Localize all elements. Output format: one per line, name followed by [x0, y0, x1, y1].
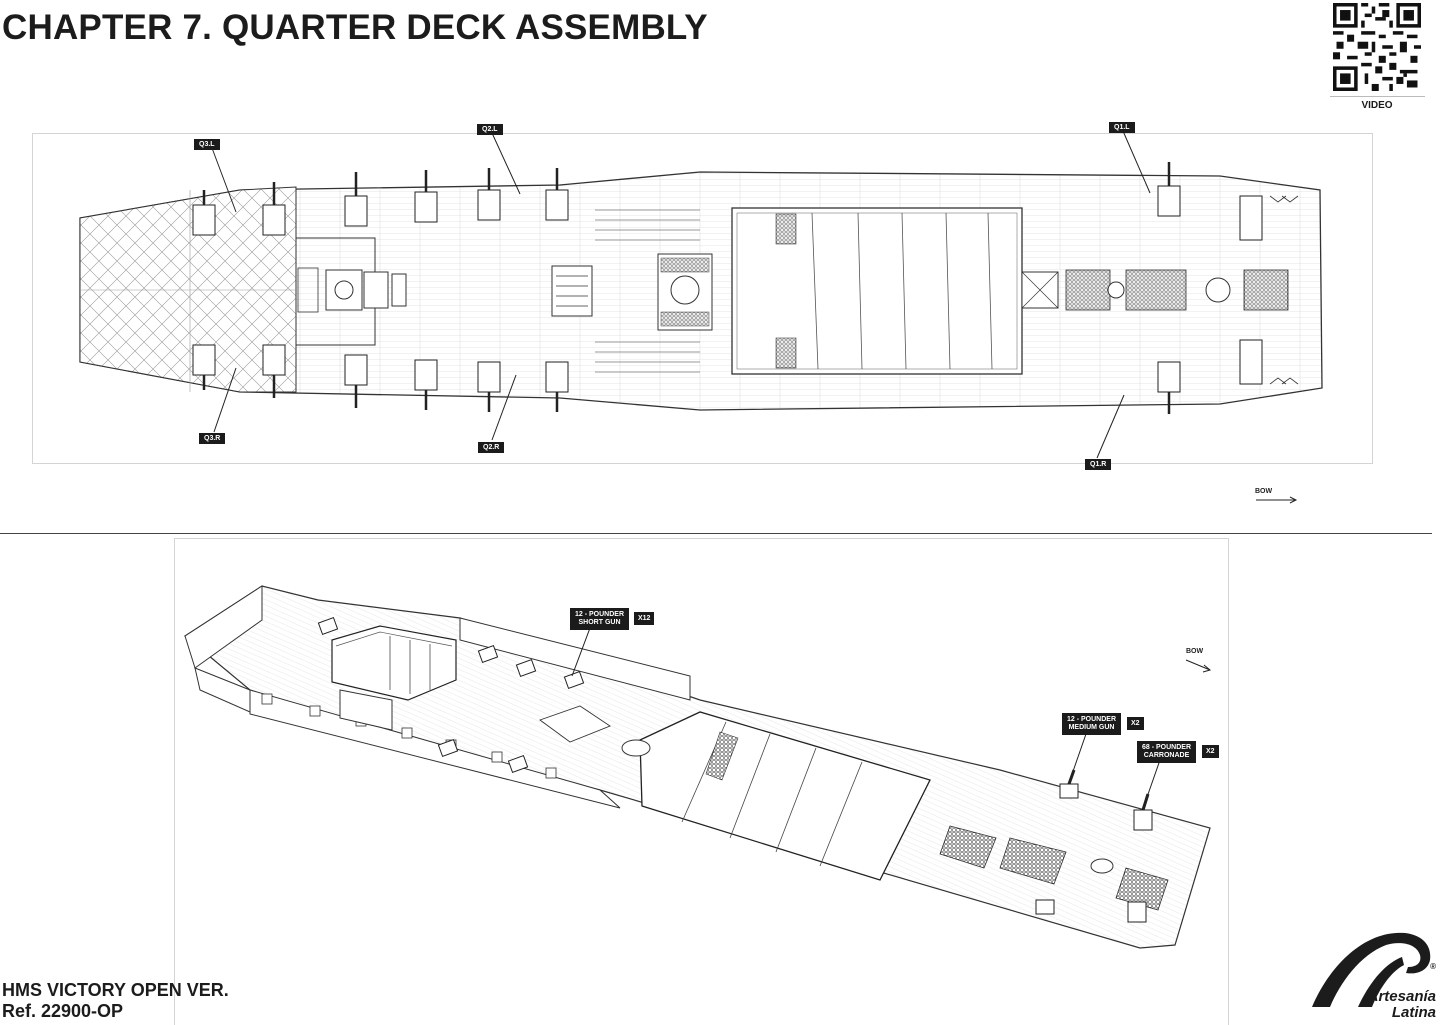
qty-medium-gun: X2 — [1127, 717, 1144, 730]
qr-video-label[interactable]: VIDEO — [1361, 100, 1393, 111]
bow-label-top: BOW — [1255, 488, 1273, 495]
artesania-latina-logo-icon — [1312, 932, 1431, 1007]
top-view-panel — [32, 133, 1373, 464]
qty-carronade: X2 — [1202, 745, 1219, 758]
callout-medium-gun: 12 - POUNDER MEDIUM GUN — [1062, 713, 1122, 735]
callout-q3-right: Q3.R — [199, 433, 226, 444]
isometric-view-panel — [174, 538, 1229, 1025]
callout-q1-left: Q1.L — [1109, 122, 1135, 133]
qr-code-icon[interactable] — [1333, 3, 1421, 91]
callout-short-gun: 12 - POUNDER SHORT GUN — [570, 608, 630, 630]
callout-q2-right: Q2.R — [478, 442, 505, 453]
model-name: HMS VICTORY OPEN VER. — [2, 980, 229, 1000]
callout-q3-left: Q3.L — [194, 139, 220, 150]
callout-q2-left: Q2.L — [477, 124, 503, 135]
qty-short-gun: X12 — [634, 612, 655, 625]
callout-q1-right: Q1.R — [1085, 459, 1112, 470]
page-title: CHAPTER 7. QUARTER DECK ASSEMBLY — [2, 8, 708, 47]
brand-name-line2: Latina — [1391, 1004, 1436, 1021]
registered-mark: ® — [1430, 962, 1436, 971]
qr-divider — [1330, 96, 1425, 97]
section-divider — [0, 533, 1432, 534]
deck-plan-drawing — [79, 130, 1323, 504]
bow-label-iso: BOW — [1186, 648, 1204, 655]
model-ref: Ref. 22900-OP — [2, 1001, 124, 1021]
callout-carronade: 68 - POUNDER CARRONADE — [1137, 741, 1197, 763]
brand-name-line1: Artesanía — [1367, 988, 1436, 1005]
